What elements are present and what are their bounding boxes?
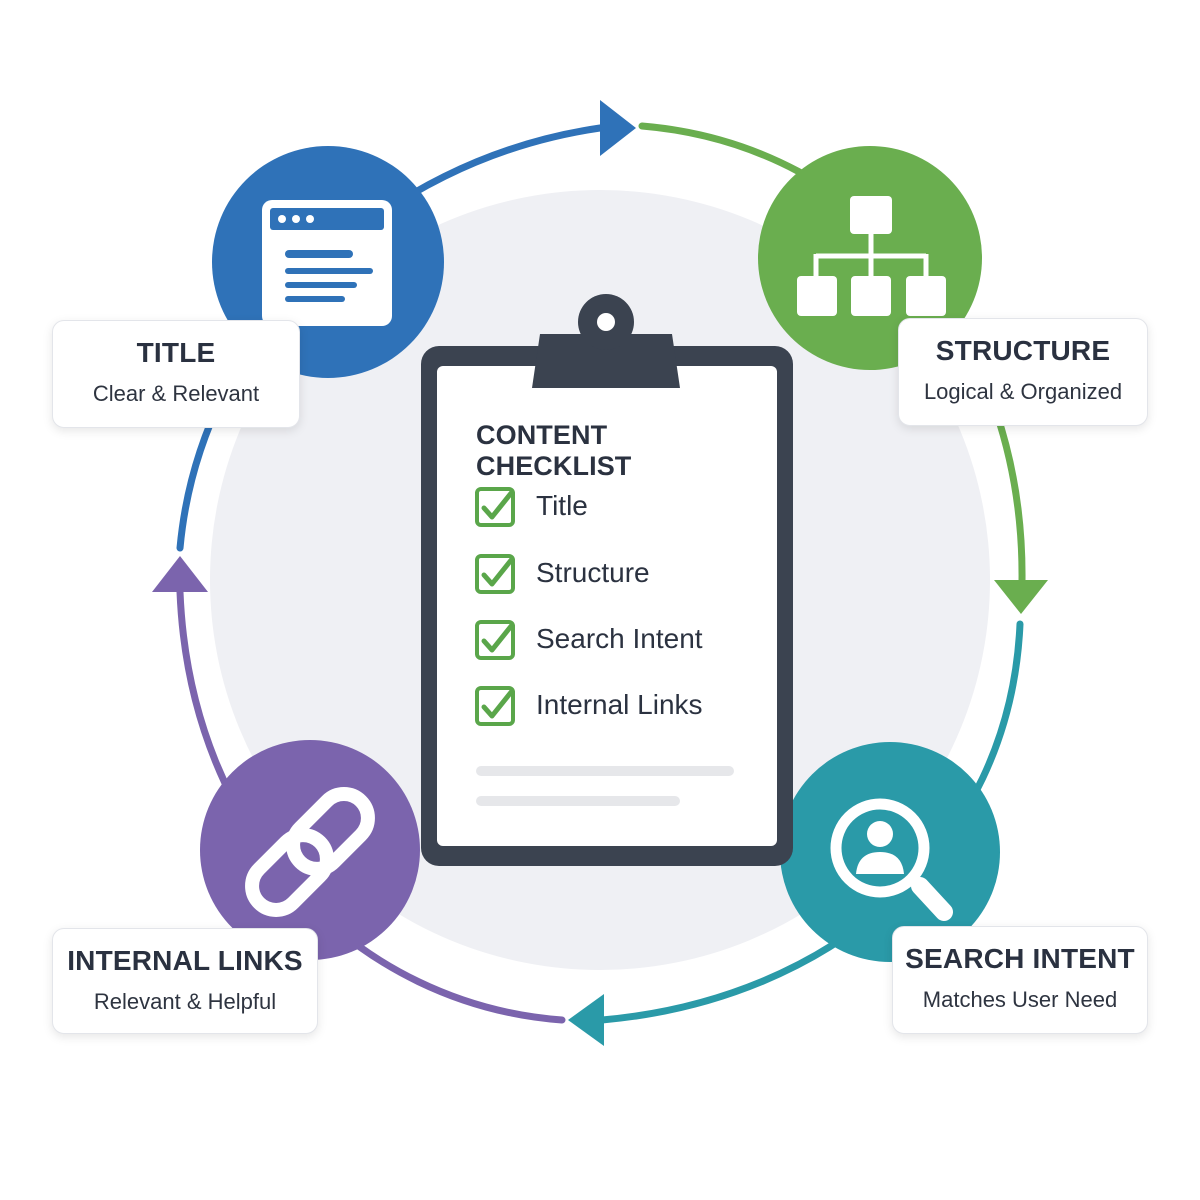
checklist-item-label: Title bbox=[536, 490, 588, 521]
arrow-left-icon bbox=[152, 556, 208, 592]
checkbox-checked-icon bbox=[475, 620, 515, 660]
node-subtitle: Clear & Relevant bbox=[92, 381, 260, 406]
checklist-item-label: Internal Links bbox=[536, 689, 703, 720]
checklist-item-title: Title bbox=[474, 486, 764, 530]
checklist-item-search-intent: Search Intent bbox=[474, 619, 764, 663]
sitemap-hierarchy-icon bbox=[797, 196, 946, 316]
arrow-bottom-icon bbox=[568, 994, 604, 1046]
search-intent-node bbox=[780, 742, 1000, 962]
internal-links-node bbox=[200, 740, 420, 960]
chain-link-icon bbox=[245, 787, 375, 917]
structure-node bbox=[758, 146, 982, 370]
checklist-item-internal-links: Internal Links bbox=[474, 685, 764, 729]
node-title: SEARCH INTENT bbox=[905, 943, 1135, 974]
clipboard-clip-icon bbox=[532, 294, 680, 388]
node-title: TITLE bbox=[136, 337, 216, 368]
clipboard-paper bbox=[437, 366, 777, 846]
checkbox-checked-icon bbox=[475, 554, 515, 594]
title-label-card: TITLE Clear & Relevant bbox=[52, 320, 300, 428]
internal-links-label-card: INTERNAL LINKS Relevant & Helpful bbox=[52, 928, 318, 1034]
arrow-right-icon bbox=[994, 580, 1048, 614]
placeholder-line bbox=[476, 766, 734, 776]
user-search-icon bbox=[830, 798, 953, 921]
checklist-item-label: Structure bbox=[536, 557, 650, 588]
search-intent-label-card: SEARCH INTENT Matches User Need bbox=[892, 926, 1148, 1034]
structure-label-card: STRUCTURE Logical & Organized bbox=[898, 318, 1148, 426]
checkbox-checked-icon bbox=[475, 686, 515, 726]
checklist-heading: CONTENT CHECKLIST bbox=[476, 420, 632, 481]
checklist-item-label: Search Intent bbox=[536, 623, 703, 654]
placeholder-line bbox=[476, 796, 680, 806]
checkbox-checked-icon bbox=[475, 487, 515, 527]
node-subtitle: Relevant & Helpful bbox=[93, 989, 277, 1014]
node-subtitle: Matches User Need bbox=[922, 987, 1118, 1012]
arrow-top-icon bbox=[600, 100, 636, 156]
node-subtitle: Logical & Organized bbox=[923, 379, 1123, 404]
node-title: INTERNAL LINKS bbox=[67, 945, 303, 976]
checklist-item-structure: Structure bbox=[474, 553, 764, 597]
browser-window-icon bbox=[262, 200, 392, 326]
node-title: STRUCTURE bbox=[935, 335, 1111, 366]
